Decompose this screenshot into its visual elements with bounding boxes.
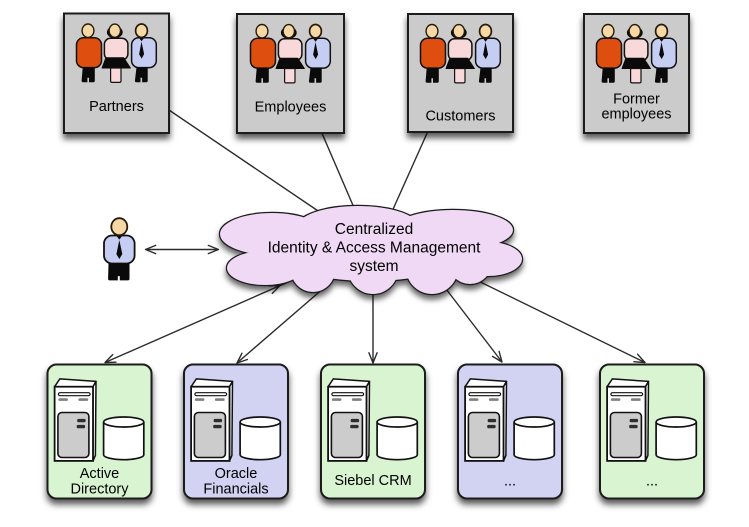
svg-text:...: ... xyxy=(646,474,658,490)
svg-text:employees: employees xyxy=(601,107,671,123)
svg-text:Customers: Customers xyxy=(425,109,495,125)
svg-text:Active: Active xyxy=(80,466,120,482)
svg-text:Centralized: Centralized xyxy=(335,221,413,238)
svg-text:...: ... xyxy=(504,474,516,490)
svg-text:Former: Former xyxy=(613,92,660,108)
svg-text:Financials: Financials xyxy=(203,482,268,498)
svg-text:Identity & Access Management: Identity & Access Management xyxy=(268,240,482,257)
svg-text:Partners: Partners xyxy=(89,99,144,115)
svg-text:Oracle: Oracle xyxy=(215,466,258,482)
svg-text:Directory: Directory xyxy=(70,482,129,498)
svg-text:system: system xyxy=(349,258,398,275)
svg-text:Siebel CRM: Siebel CRM xyxy=(334,473,411,489)
svg-text:Employees: Employees xyxy=(255,100,327,116)
